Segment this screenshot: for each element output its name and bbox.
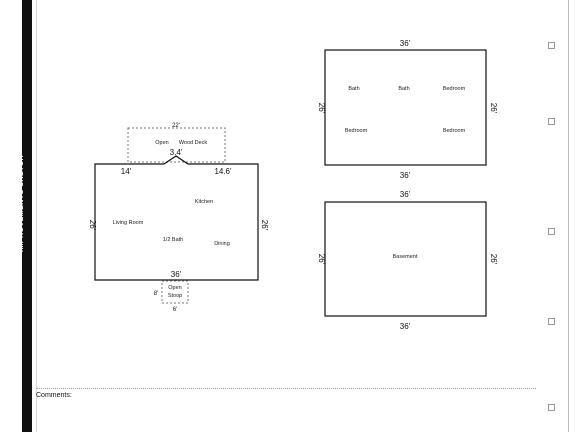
deck-label-open: Open — [155, 140, 168, 146]
right-margin-mark — [548, 318, 555, 325]
deck-label-wood-deck: Wood Deck — [179, 140, 208, 146]
sidebar-band — [22, 0, 32, 432]
room-bath-1: Bath — [348, 86, 359, 92]
main-dim-top-bump: 3.4' — [170, 148, 183, 157]
deck-width-label: 22' — [172, 123, 180, 129]
basement-dim-left: 26' — [317, 254, 326, 265]
right-margin-mark — [548, 118, 555, 125]
upper-dim-top: 36' — [400, 39, 411, 48]
left-margin-line — [36, 0, 37, 432]
basement-dim-top: 36' — [400, 190, 411, 199]
room-bath-2: Bath — [398, 86, 409, 92]
right-margin-mark — [548, 404, 555, 411]
main-dim-top-left: 14' — [121, 167, 132, 176]
upper-dim-right: 26' — [489, 103, 498, 114]
room-living-room: Living Room — [113, 220, 144, 226]
room-dining: Dining — [214, 241, 230, 247]
comments-label: Comments: — [36, 392, 72, 399]
main-floor-outline — [94, 155, 259, 281]
right-margin-mark — [548, 42, 555, 49]
right-edge-line — [568, 0, 569, 432]
room-bedroom-1: Bedroom — [443, 86, 466, 92]
basement-outline — [324, 201, 487, 317]
stoop-label-stoop: Stoop — [168, 293, 182, 299]
stoop-dim-bottom: 6' — [173, 307, 177, 313]
upper-floor-outline — [324, 49, 487, 166]
main-dim-bottom: 36' — [171, 270, 182, 279]
comments-divider — [36, 388, 536, 389]
right-margin-mark — [548, 228, 555, 235]
upper-dim-left: 26' — [317, 103, 326, 114]
stoop-dim-left: 8' — [154, 291, 158, 297]
room-basement: Basement — [393, 254, 418, 260]
upper-dim-bottom: 36' — [400, 171, 411, 180]
stoop-outline — [161, 280, 189, 304]
room-bedroom-3: Bedroom — [443, 128, 466, 134]
wood-deck-outline — [127, 127, 226, 163]
room-kitchen: Kitchen — [195, 199, 213, 205]
main-dim-top-right: 14.6' — [214, 167, 232, 176]
basement-dim-bottom: 36' — [400, 322, 411, 331]
room-half-bath: 1/2 Bath — [163, 237, 184, 243]
basement-dim-right: 26' — [489, 254, 498, 265]
main-dim-left: 26' — [88, 220, 97, 231]
main-dim-right: 26' — [260, 220, 269, 231]
room-bedroom-2: Bedroom — [345, 128, 368, 134]
stoop-label-open: Open — [168, 285, 181, 291]
